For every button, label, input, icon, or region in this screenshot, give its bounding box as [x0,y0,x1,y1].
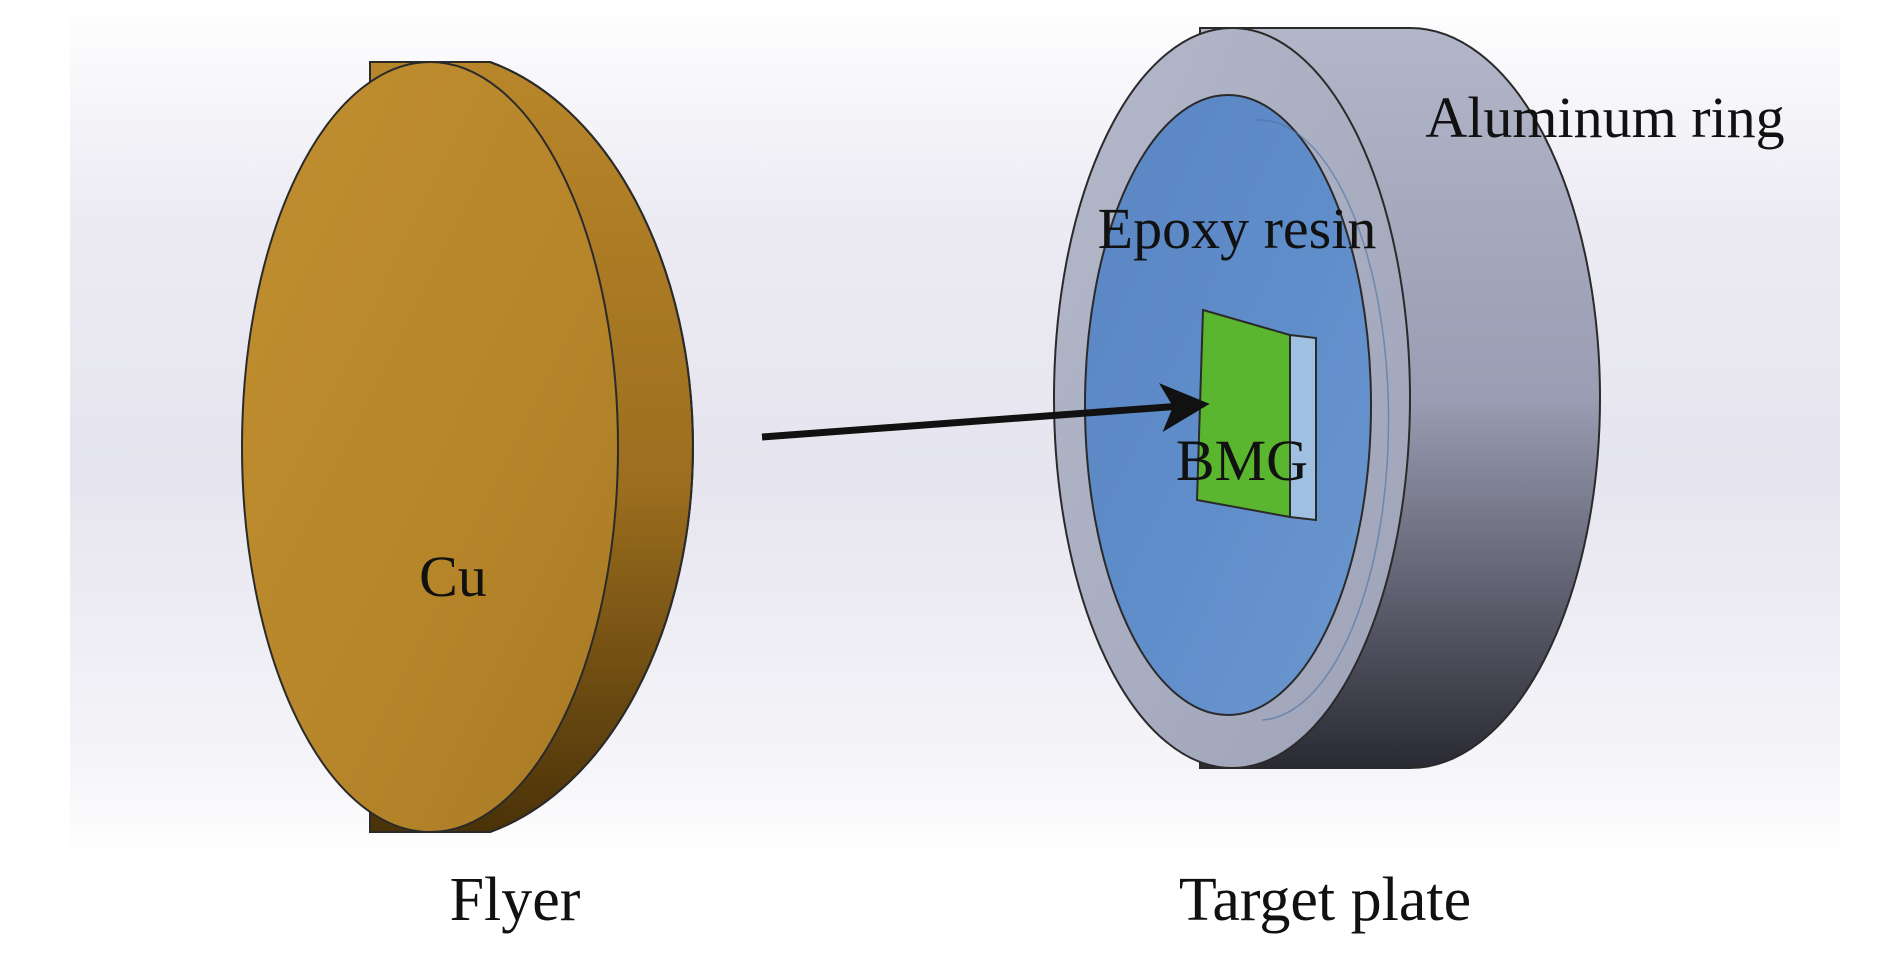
epoxy-inner-rim [1254,119,1390,721]
flyer-disk [241,61,694,833]
impact-direction-arrow [761,383,1210,441]
cu-label: Cu [419,544,487,609]
flyer-disk-face [241,61,619,833]
bmg-label: BMG [1176,428,1308,493]
epoxy-resin-label: Epoxy resin [1098,196,1377,261]
target-plate [1053,27,1601,769]
flyer-disk-back-rim [489,61,694,833]
aluminum-ring-label: Aluminum ring [1425,85,1784,150]
target-plate-label: Target plate [1179,866,1471,934]
bmg-sample-face [1195,308,1291,519]
flyer-label: Flyer [450,866,581,934]
bmg-sample [1195,308,1317,522]
